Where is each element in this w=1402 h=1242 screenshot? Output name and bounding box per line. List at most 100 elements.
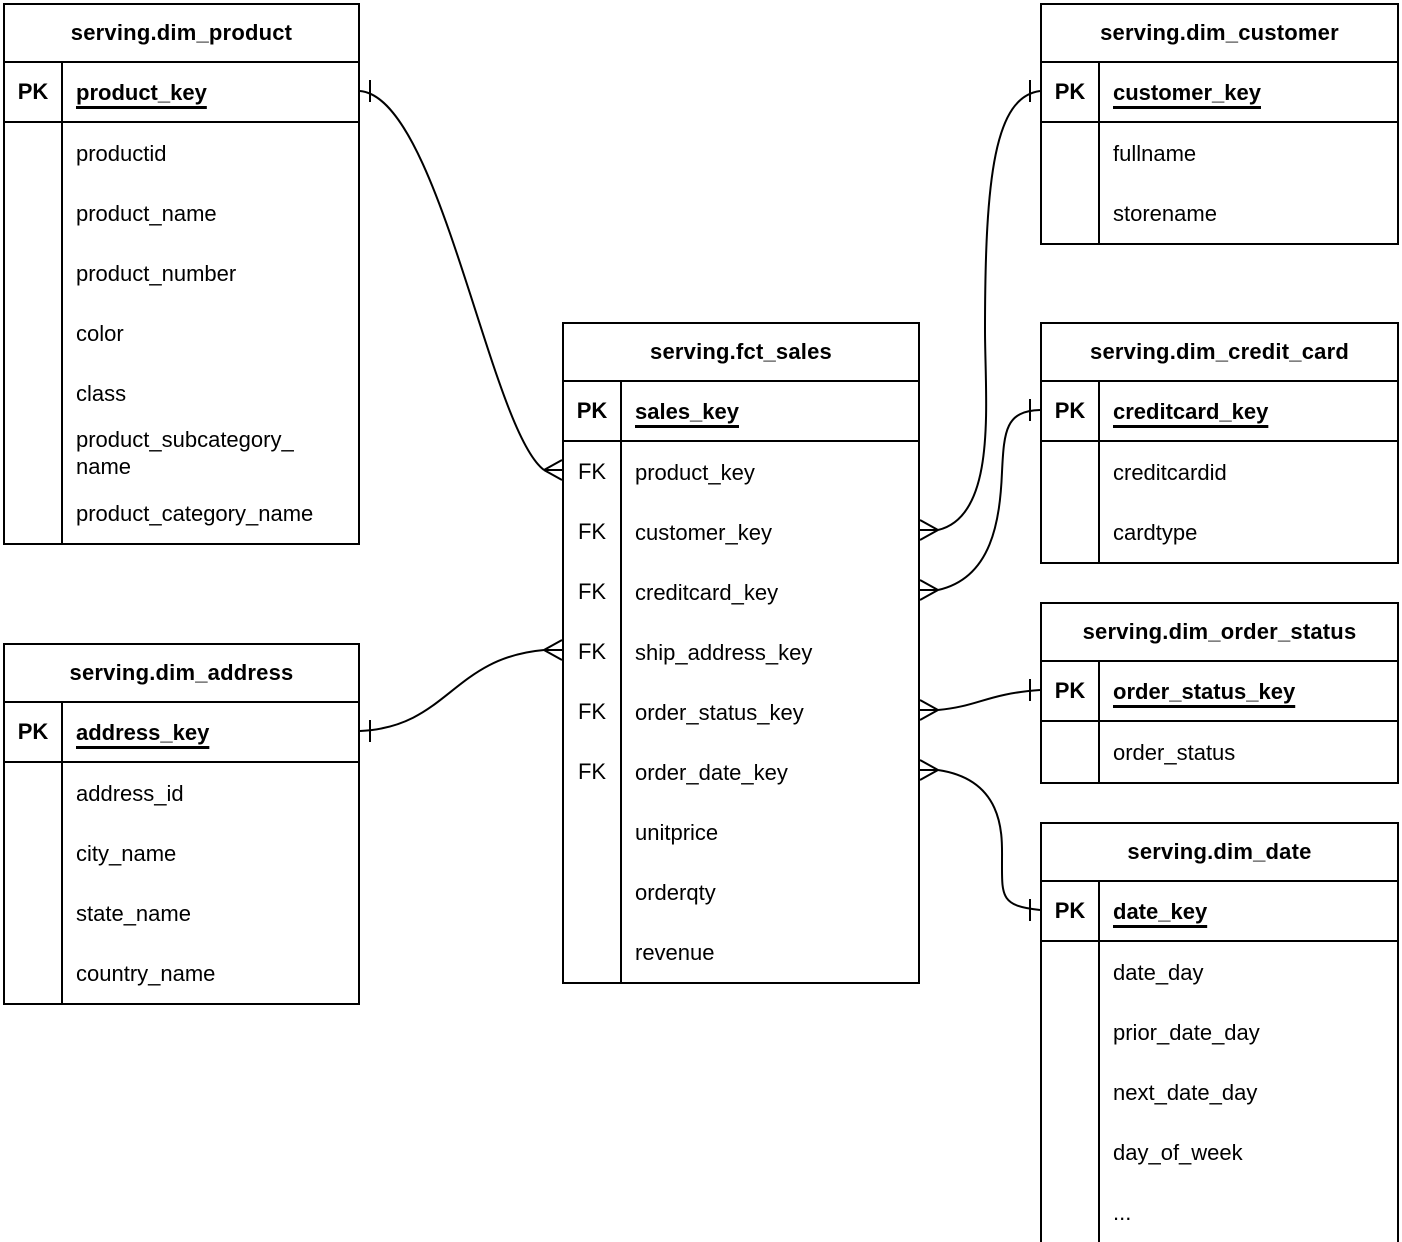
column-name: city_name (76, 840, 177, 866)
table-title: serving.dim_customer (1042, 5, 1397, 63)
table-title: serving.dim_product (5, 5, 358, 63)
column-name: order_status (1113, 739, 1236, 765)
column-cell: customer_key (1100, 63, 1397, 121)
key-tag (1042, 123, 1100, 183)
column-name: next_date_day (1113, 1079, 1258, 1105)
key-tag: PK (1042, 662, 1100, 720)
column-row: ... (1042, 1182, 1397, 1242)
column-cell: ship_address_key (622, 622, 918, 682)
table-dim-date[interactable]: serving.dim_date PK date_key date_day pr… (1040, 822, 1399, 1242)
column-name: product_name (76, 200, 217, 226)
column-name: cardtype (1113, 519, 1198, 545)
column-name: ... (1113, 1199, 1132, 1225)
relation-ship-address-key[interactable] (359, 639, 563, 742)
column-name: color (76, 320, 124, 346)
column-cell: cardtype (1100, 502, 1397, 562)
column-cell: date_day (1100, 942, 1397, 1002)
key-row: PK address_key (5, 703, 358, 763)
table-fct-sales[interactable]: serving.fct_sales PK sales_key FK produc… (562, 322, 920, 984)
column-name: fullname (1113, 140, 1197, 166)
column-name: date_day (1113, 959, 1204, 985)
column-cell: productid (63, 123, 358, 183)
key-tag (5, 483, 63, 543)
column-row: FK ship_address_key (564, 622, 918, 682)
key-tag (564, 862, 622, 922)
column-cell: state_name (63, 883, 358, 943)
relation-customer-key[interactable] (919, 80, 1041, 541)
table-title: serving.dim_order_status (1042, 604, 1397, 662)
column-name: unitprice (635, 819, 719, 845)
key-row: PK sales_key (564, 382, 918, 442)
column-row: fullname (1042, 123, 1397, 183)
column-cell: day_of_week (1100, 1122, 1397, 1182)
key-tag: PK (1042, 882, 1100, 940)
column-cell: creditcard_key (622, 562, 918, 622)
column-name: creditcard_key (1113, 398, 1269, 424)
column-cell: product_number (63, 243, 358, 303)
key-row: PK date_key (1042, 882, 1397, 942)
column-cell: unitprice (622, 802, 918, 862)
key-tag: FK (564, 682, 622, 742)
key-tag (564, 802, 622, 862)
column-rows: PK order_status_key order_status (1042, 662, 1397, 782)
column-name: storename (1113, 200, 1217, 226)
column-row: FK order_status_key (564, 682, 918, 742)
column-row: FK creditcard_key (564, 562, 918, 622)
table-dim-customer[interactable]: serving.dim_customer PK customer_key ful… (1040, 3, 1399, 245)
key-tag: PK (564, 382, 622, 440)
table-dim-order-status[interactable]: serving.dim_order_status PK order_status… (1040, 602, 1399, 784)
key-tag (5, 123, 63, 183)
column-row: prior_date_day (1042, 1002, 1397, 1062)
key-row: PK order_status_key (1042, 662, 1397, 722)
column-cell: address_key (63, 703, 358, 761)
relation-order-status-key[interactable] (919, 679, 1041, 721)
column-cell: class (63, 363, 358, 423)
column-row: product_category_name (5, 483, 358, 543)
column-cell: prior_date_day (1100, 1002, 1397, 1062)
key-tag (5, 763, 63, 823)
key-tag: PK (1042, 63, 1100, 121)
key-tag (5, 303, 63, 363)
column-row: class (5, 363, 358, 423)
key-tag (1042, 722, 1100, 782)
column-name: order_status_key (635, 699, 804, 725)
column-name: address_key (76, 719, 210, 745)
column-cell: storename (1100, 183, 1397, 243)
key-tag (1042, 1122, 1100, 1182)
column-cell: ... (1100, 1182, 1397, 1242)
column-name: creditcardid (1113, 459, 1227, 485)
column-cell: sales_key (622, 382, 918, 440)
column-row: day_of_week (1042, 1122, 1397, 1182)
table-dim-credit-card[interactable]: serving.dim_credit_card PK creditcard_ke… (1040, 322, 1399, 564)
key-tag: FK (564, 742, 622, 802)
relation-creditcard-key[interactable] (919, 399, 1041, 601)
key-tag: PK (5, 703, 63, 761)
column-row: city_name (5, 823, 358, 883)
column-row: unitprice (564, 802, 918, 862)
key-tag (5, 423, 63, 483)
table-dim-address[interactable]: serving.dim_address PK address_key addre… (3, 643, 360, 1005)
key-row: PK creditcard_key (1042, 382, 1397, 442)
column-cell: order_status (1100, 722, 1397, 782)
column-rows: PK product_key productid product_name pr… (5, 63, 358, 543)
column-cell: product_subcategory_ name (63, 423, 358, 483)
column-rows: PK date_key date_day prior_date_day next… (1042, 882, 1397, 1242)
table-dim-product[interactable]: serving.dim_product PK product_key produ… (3, 3, 360, 545)
column-name: product_subcategory_ name (76, 427, 294, 479)
table-title: serving.fct_sales (564, 324, 918, 382)
column-row: order_status (1042, 722, 1397, 782)
relation-product-key[interactable] (359, 80, 563, 481)
column-row: address_id (5, 763, 358, 823)
key-row: PK product_key (5, 63, 358, 123)
relation-order-date-key[interactable] (919, 759, 1041, 921)
column-row: product_number (5, 243, 358, 303)
column-cell: customer_key (622, 502, 918, 562)
column-row: FK product_key (564, 442, 918, 502)
column-name: class (76, 380, 127, 406)
column-row: date_day (1042, 942, 1397, 1002)
column-row: next_date_day (1042, 1062, 1397, 1122)
key-tag: PK (5, 63, 63, 121)
key-tag: PK (1042, 382, 1100, 440)
column-cell: product_category_name (63, 483, 358, 543)
